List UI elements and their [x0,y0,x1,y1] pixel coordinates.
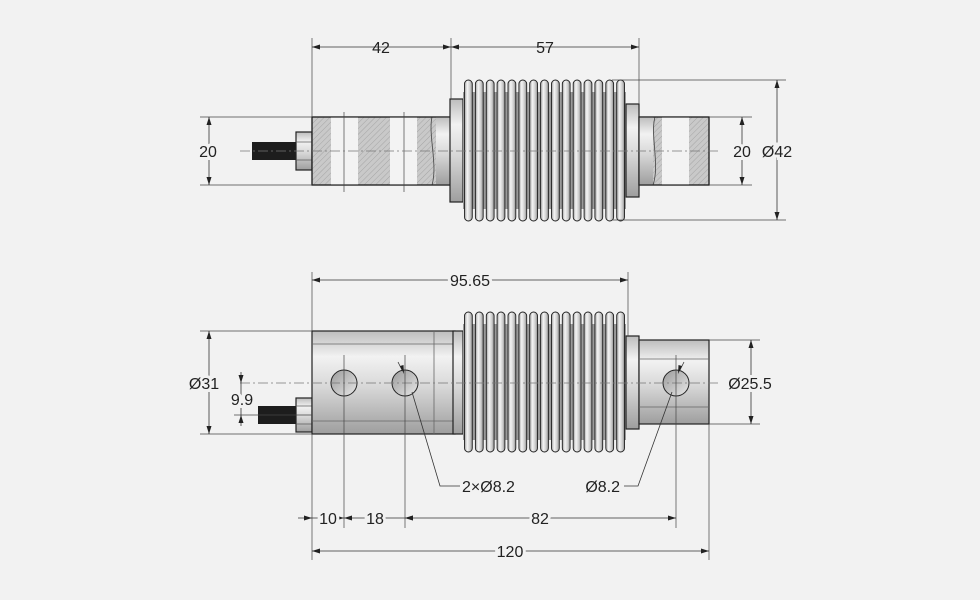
bellows-rib [529,311,538,453]
bellows-rib [605,311,615,453]
bellows-rib [518,311,528,453]
dim-diameter-31: Ø31 [189,376,219,393]
bellows-rib [561,79,571,222]
hole-label-single: Ø8.2 [585,479,620,496]
bellows-rib [583,311,593,453]
top-view: 42 57 20 20 Ø42 [196,38,795,222]
bellows-rib [616,79,625,222]
bellows-rib [464,311,473,453]
cable-top [252,142,298,160]
bellows-rib [572,79,582,222]
bellows-rib [485,79,495,222]
bellows-rib [551,79,560,222]
bottom-view: 95.65 Ø31 9.9 Ø25.5 2×Ø8.2 Ø8.2 [186,270,775,564]
bellows-rib [496,79,506,222]
bellows-rib [583,79,593,222]
bellows-rib [540,311,549,453]
dim-82: 82 [531,511,549,528]
dim-diameter-25-5: Ø25.5 [728,376,772,393]
bellows-rib [594,311,604,453]
hole-label-2x: 2×Ø8.2 [462,479,515,496]
bellows-rib [572,311,582,453]
bellows-rib [551,311,560,453]
bellows-rib [507,79,517,222]
bellows-rib [561,311,571,453]
right-block-bottom [638,339,710,425]
bellows-rib [474,311,484,453]
bellows-rib [605,79,615,222]
bellows-rib [474,79,484,222]
dim-20-right: 20 [733,144,751,161]
flange-right-top [625,103,640,198]
bellows-rib [507,311,517,453]
left-block-top [311,112,453,192]
left-block-bottom [311,330,456,435]
dim-120: 120 [497,544,524,561]
dim-57: 57 [536,40,554,57]
bellows-rib [496,311,506,453]
bellows-rib [464,79,473,222]
dim-18: 18 [366,511,384,528]
bellows-rib [594,79,604,222]
bellows-bottom [463,311,626,453]
dim-diameter-42: Ø42 [762,144,792,161]
dim-10: 10 [319,511,337,528]
bellows-rib [540,79,549,222]
bellows-top [463,79,626,222]
dim-9-9: 9.9 [231,392,253,409]
dim-42: 42 [372,40,390,57]
flange-left-top [449,98,464,203]
bellows-rib [485,311,495,453]
bellows-rib [616,311,625,453]
dim-20-left: 20 [199,144,217,161]
flange-left-bottom [452,330,464,435]
bellows-rib [518,79,528,222]
flange-right-bottom [625,335,640,430]
dim-95-65: 95.65 [450,273,490,290]
bellows-rib [529,79,538,222]
